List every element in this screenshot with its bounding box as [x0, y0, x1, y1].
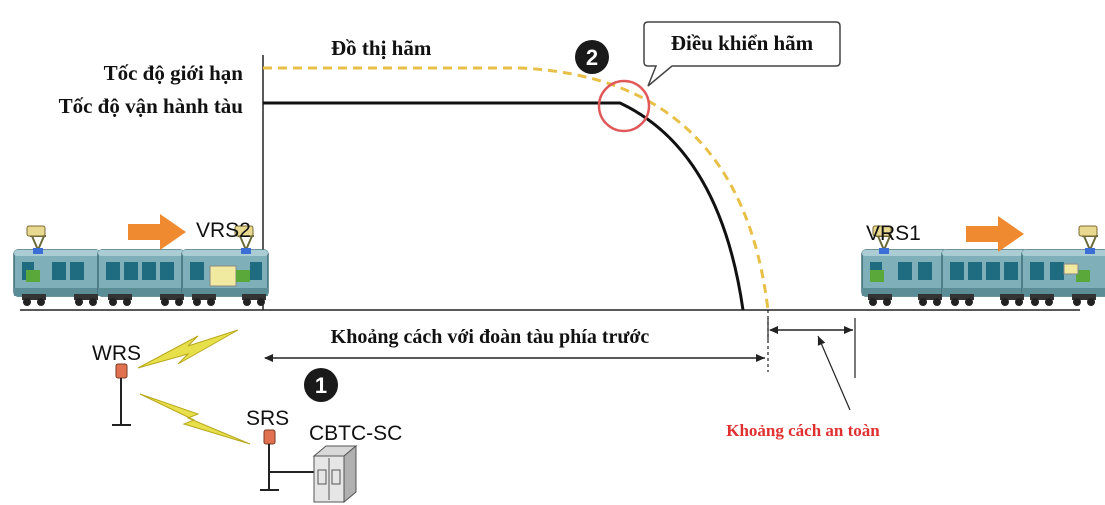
srs-antenna-icon — [260, 429, 314, 491]
operating-speed-curve — [263, 101, 745, 311]
marker-1: 1 — [304, 368, 338, 402]
marker-1-number: 1 — [315, 373, 327, 398]
brake-control-callout: Điều khiển hãm — [643, 21, 841, 87]
operating-speed-label: Tốc độ vận hành tàu — [59, 94, 244, 118]
lightning-icon-2 — [139, 393, 251, 445]
vrs1-direction-arrow — [966, 216, 1024, 252]
cbtc-sc-server-cabinet-icon — [312, 444, 358, 504]
cbtc-sc-label: CBTC-SC — [309, 422, 402, 445]
brake-control-label: Điều khiển hãm — [671, 31, 814, 55]
lightning-icon-1 — [137, 329, 239, 369]
train-vrs2 — [13, 225, 269, 306]
wrs-antenna-icon — [112, 363, 131, 426]
braking-curve-label: Đồ thị hãm — [331, 36, 432, 60]
marker-2: 2 — [575, 40, 609, 74]
speed-limit-curve — [263, 66, 770, 311]
wrs-label: WRS — [92, 342, 141, 365]
srs-label: SRS — [246, 407, 289, 430]
safety-distance-label: Khoảng cách an toàn — [726, 421, 880, 440]
vrs2-direction-arrow — [128, 214, 186, 250]
marker-2-number: 2 — [586, 45, 598, 70]
vrs2-label: VRS2 — [196, 219, 251, 242]
safety-distance-pointer — [817, 335, 851, 411]
brake-control-highlight — [597, 79, 651, 133]
distance-to-front-train-label: Khoảng cách với đoàn tàu phía trước — [331, 326, 650, 348]
train-vrs1 — [861, 225, 1105, 306]
speed-limit-label: Tốc độ giới hạn — [104, 61, 244, 85]
vrs1-label: VRS1 — [866, 222, 921, 245]
